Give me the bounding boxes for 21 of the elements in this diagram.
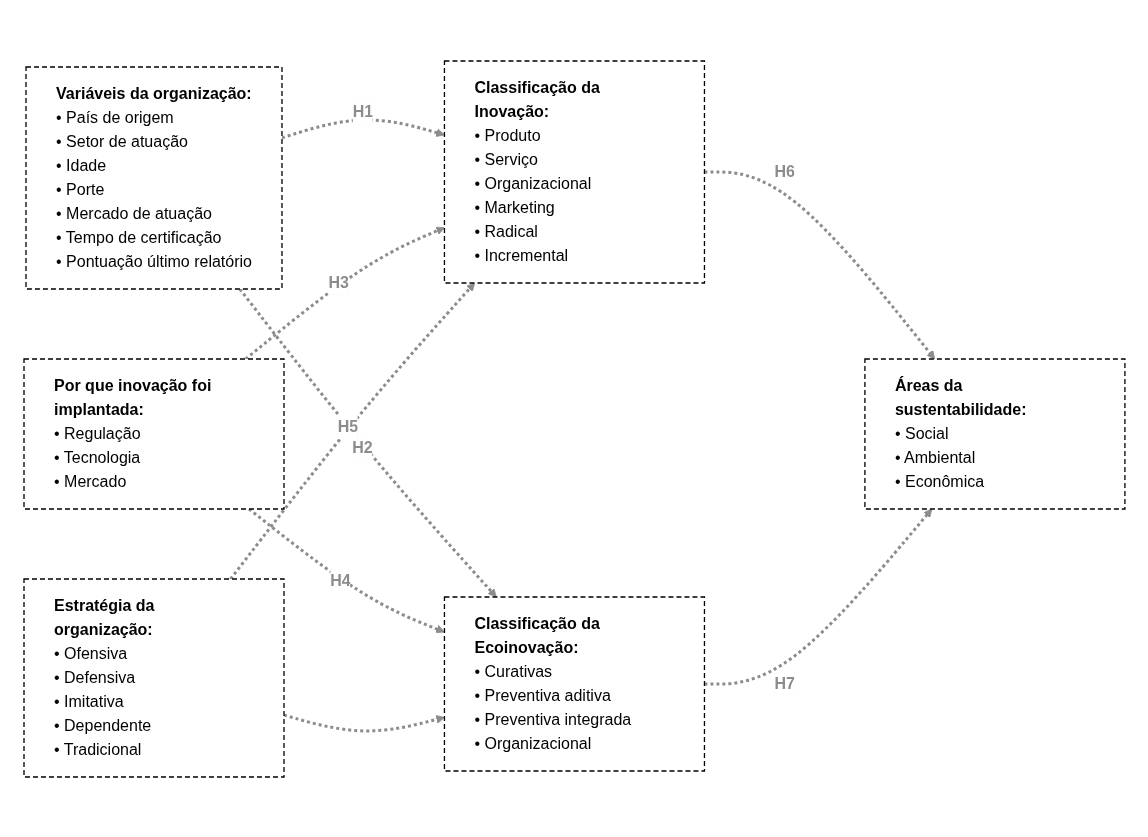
node-box: Classificação da Inovação: • Produto • Serviço • Organizacional • Marketing • Radical • Incremental [443,59,705,284]
edge-label: H1 [352,102,373,120]
edge-label: H2 [351,438,373,456]
edge-label: H4 [329,571,351,589]
edge-label: H7 [774,674,795,692]
node-box: Estratégia da organização: • Ofensiva • Defensiva • Imitativa • Dependente • Tradicional [22,577,285,778]
arrow [281,117,445,139]
node-box: Classificação da Ecoinovação: • Curativas • Preventiva aditiva • Preventiva integrada • Organizacional [443,595,705,772]
arrow [704,170,935,359]
edge-label: H3 [328,273,349,291]
arrow [704,508,932,685]
node-box: Por que inovação foi implantada: • Regulação • Tecnologia • Mercado [22,357,285,510]
arrow [283,713,445,732]
node-box: Áreas da sustentabilidade: • Social • Ambiental • Econômica [863,357,1126,510]
edge-label: H6 [774,162,795,180]
node-box: Variáveis da organização: • País de origem • Setor de atuação • Idade • Porte • Mercado de atuação • Tempo de certificação • Pontuação último relatório [24,65,283,290]
edge-label: H5 [337,417,358,435]
arrow [244,226,445,360]
arrow [228,282,475,580]
arrow [238,287,497,597]
arrow [247,507,445,633]
